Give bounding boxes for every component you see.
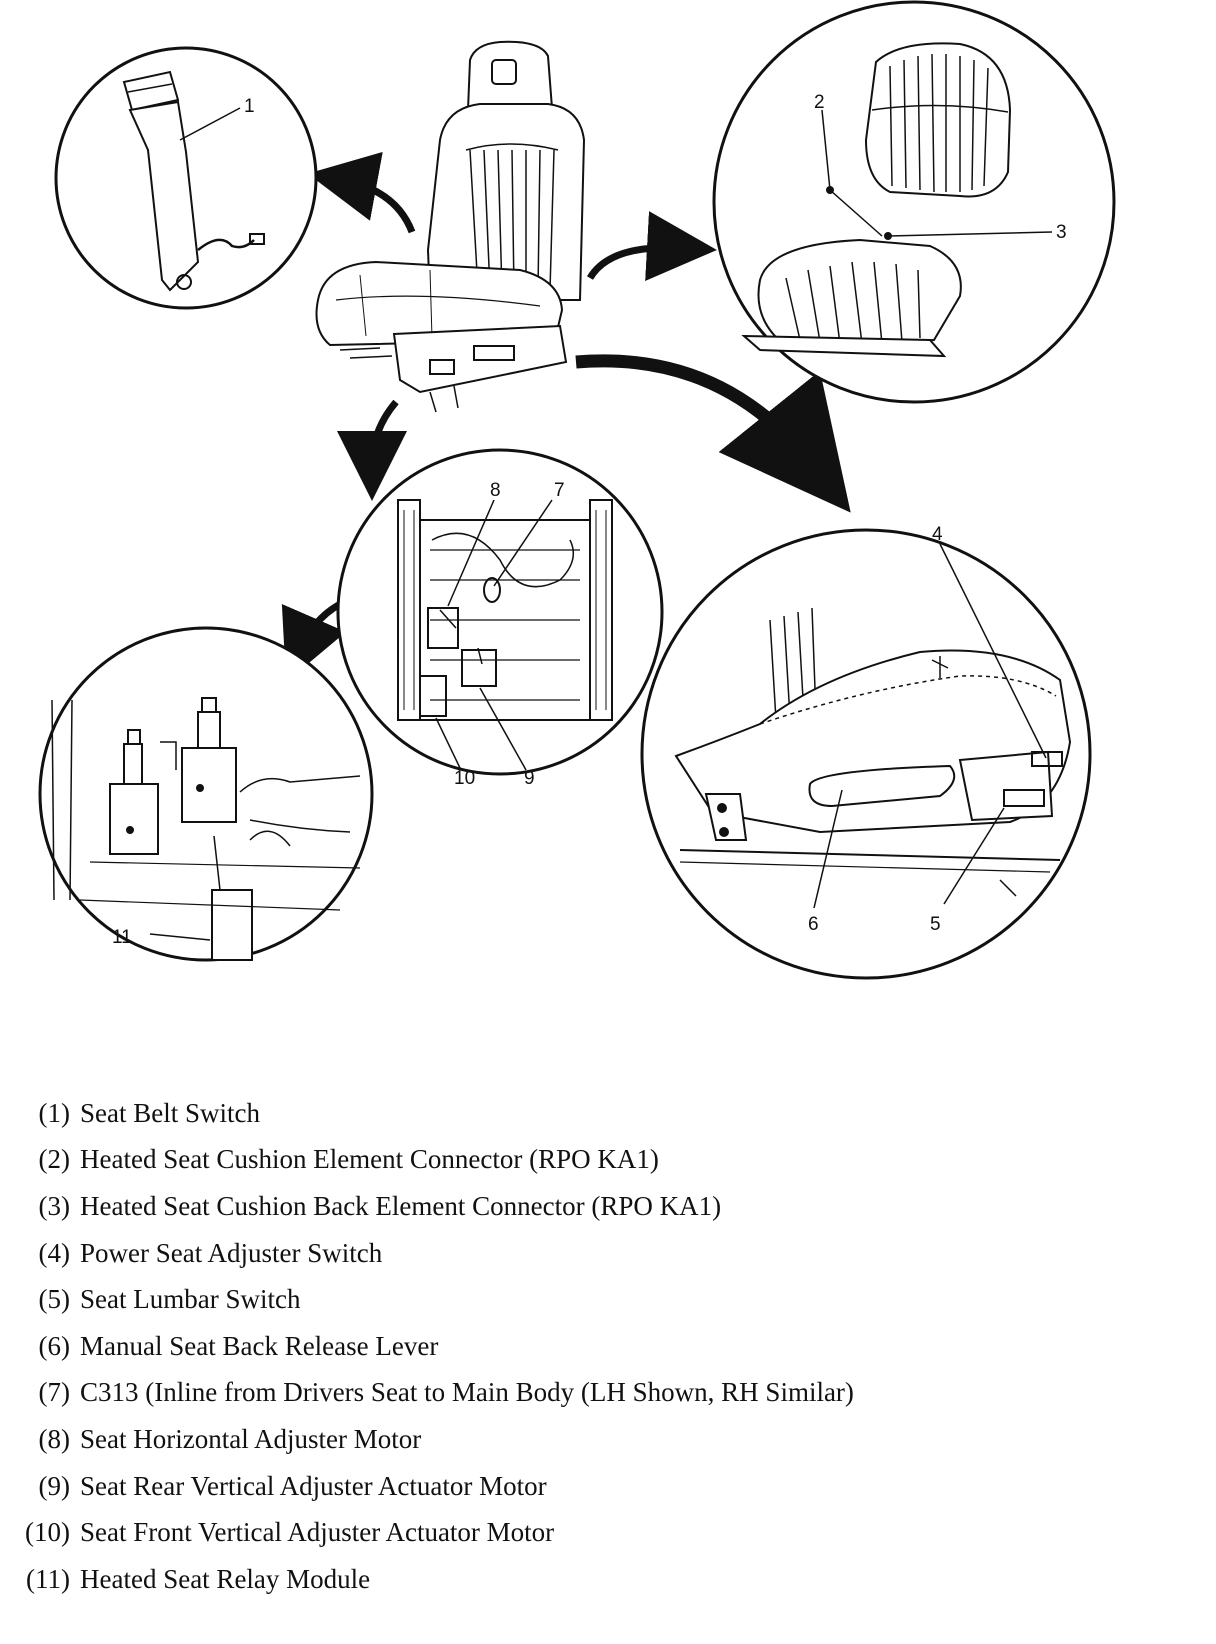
component-legend: (1) Seat Belt Switch (2) Heated Seat Cus… [8,1090,1208,1603]
seat-component-diagram: 1 2 3 [38,0,1116,980]
legend-item: (7) C313 (Inline from Drivers Seat to Ma… [8,1370,1208,1417]
legend-label: Power Seat Adjuster Switch [80,1237,383,1268]
legend-label: Seat Rear Vertical Adjuster Actuator Mot… [80,1470,547,1501]
legend-label: Heated Seat Cushion Element Connector (R… [80,1144,659,1175]
legend-number: (4) [38,1237,70,1268]
legend-item: (1) Seat Belt Switch [8,1090,1208,1137]
legend-number: (7) [38,1377,70,1408]
legend-label: Manual Seat Back Release Lever [80,1330,439,1361]
legend-number: (11) [26,1563,70,1594]
legend-item: (2) Heated Seat Cushion Element Connecto… [8,1137,1208,1184]
seat-illustration [315,40,586,413]
legend-item: (9) Seat Rear Vertical Adjuster Actuator… [8,1463,1208,1510]
legend-item: (4) Power Seat Adjuster Switch [8,1230,1208,1277]
legend-number: (1) [38,1097,70,1128]
legend-number: (2) [38,1144,70,1175]
legend-label: Heated Seat Relay Module [80,1563,371,1594]
legend-number: (9) [38,1470,70,1501]
callout-8: 8 [490,480,501,501]
callout-4: 4 [932,524,943,545]
legend-label: Seat Lumbar Switch [80,1284,301,1315]
legend-number: (3) [38,1190,70,1221]
legend-label: Seat Front Vertical Adjuster Actuator Mo… [80,1517,555,1548]
legend-label: Seat Belt Switch [80,1097,260,1128]
legend-item: (6) Manual Seat Back Release Lever [8,1323,1208,1370]
callout-10: 10 [454,768,475,789]
callout-11: 11 [112,927,132,948]
callout-2: 2 [814,92,825,113]
callout-9: 9 [524,768,535,789]
legend-number: (8) [38,1423,70,1454]
legend-item: (5) Seat Lumbar Switch [8,1276,1208,1323]
heated-seat-relay-module-view: 11 [38,626,374,962]
callout-1: 1 [244,96,255,117]
legend-item: (3) Heated Seat Cushion Back Element Con… [8,1183,1208,1230]
callout-7: 7 [554,480,565,501]
legend-number: (5) [38,1284,70,1315]
direction-arrows [281,151,851,683]
legend-item: (8) Seat Horizontal Adjuster Motor [8,1416,1208,1463]
legend-number: (6) [38,1330,70,1361]
callout-6: 6 [808,914,819,935]
legend-item: (10) Seat Front Vertical Adjuster Actuat… [8,1509,1208,1556]
callout-5: 5 [930,914,941,935]
seat-belt-switch-view: 1 [54,46,318,310]
heated-seat-elements-view: 2 3 [712,0,1116,404]
legend-label: C313 (Inline from Drivers Seat to Main B… [80,1377,854,1408]
callout-3: 3 [1056,222,1067,243]
legend-label: Seat Horizontal Adjuster Motor [80,1423,422,1454]
seat-side-switches-view: 4 6 5 [640,524,1092,980]
seat-adjuster-motors-view: 8 7 10 9 [336,448,664,789]
legend-item: (11) Heated Seat Relay Module [8,1556,1208,1603]
legend-label: Heated Seat Cushion Back Element Connect… [80,1190,722,1221]
legend-number: (10) [25,1517,70,1548]
